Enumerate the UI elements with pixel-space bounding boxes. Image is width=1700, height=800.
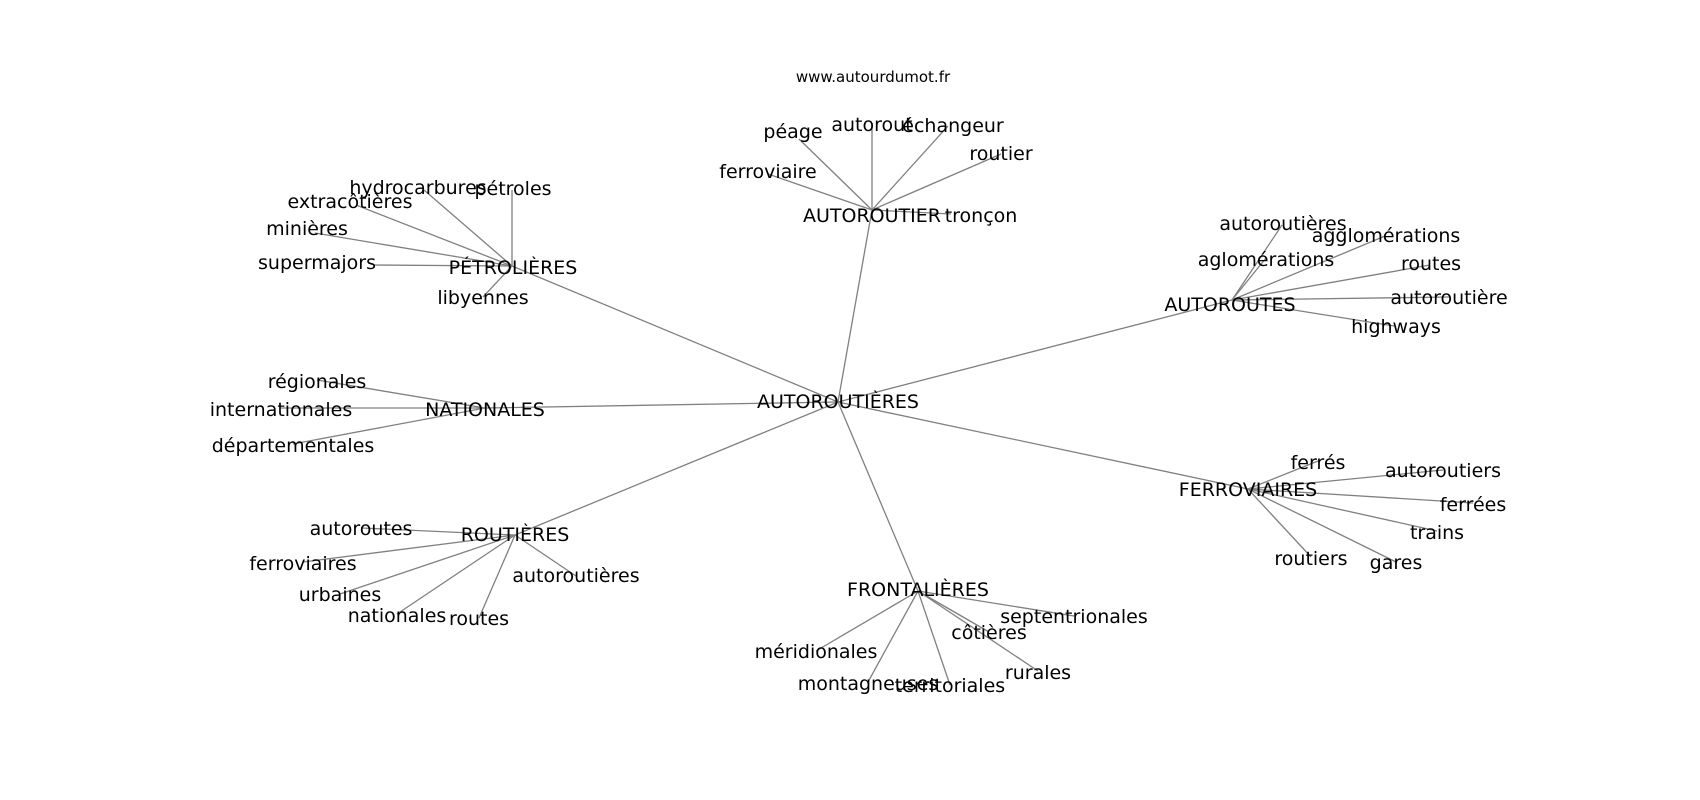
leaf-node-montagneuses: montagneuses xyxy=(798,673,939,695)
edge-frontalieres-rurales xyxy=(917,590,1039,672)
cluster-node-nationales: NATIONALES xyxy=(425,399,545,421)
edge-frontalieres-septentrionales xyxy=(917,590,1075,617)
edge-petrolieres-hydrocarbures xyxy=(423,189,513,267)
cluster-node-autoroutes: AUTOROUTES xyxy=(1164,294,1295,316)
edge-nationales-regionales xyxy=(316,379,486,409)
leaf-node-extracotieres: extracôtières xyxy=(288,191,413,213)
edge-frontalieres-territoriales xyxy=(917,590,951,686)
edge-ferroviaires-autoroutiers xyxy=(1247,469,1444,490)
edge-center-ferroviaires xyxy=(837,401,1249,490)
leaf-node-ferroviaire: ferroviaire xyxy=(719,161,816,183)
edge-center-autoroutier xyxy=(837,209,873,403)
leaf-node-autoroutieres2: autoroutières xyxy=(1219,213,1346,235)
leaf-node-autoroutes3: autoroutes xyxy=(310,518,413,540)
edge-ferroviaires-trains xyxy=(1247,488,1438,532)
cluster-node-petrolieres: PÉTROLIÈRES xyxy=(449,256,578,279)
edge-autoroutes-autoroutiere xyxy=(1231,296,1450,301)
leaf-node-agglomerations: agglomérations xyxy=(1312,225,1461,247)
edge-routieres-nationales3 xyxy=(396,534,516,615)
cluster-node-ferroviaires: FERROVIAIRES xyxy=(1179,479,1317,501)
leaf-node-meridionales: méridionales xyxy=(755,641,878,663)
leaf-node-cotieres: côtières xyxy=(951,622,1026,644)
cluster-node-frontalieres: FRONTALIÈRES xyxy=(847,578,989,601)
leaf-node-trains: trains xyxy=(1410,522,1464,544)
leaf-node-routiers: routiers xyxy=(1274,548,1347,570)
leaf-node-regionales: régionales xyxy=(268,371,367,393)
edge-autoroutier-ferroviaire xyxy=(767,173,873,211)
leaf-node-internationales: internationales xyxy=(210,399,353,421)
leaf-node-troncon: tronçon xyxy=(945,205,1018,227)
cluster-node-routieres: ROUTIÈRES xyxy=(461,523,570,546)
edge-center-frontalieres xyxy=(837,401,919,592)
leaf-node-routier: routier xyxy=(969,143,1032,165)
edge-nationales-departementales xyxy=(292,407,486,445)
leaf-node-highways: highways xyxy=(1351,316,1441,338)
edge-ferroviaires-ferrees xyxy=(1247,488,1474,504)
edge-petrolieres-minieres xyxy=(314,232,513,267)
leaf-node-ferrees: ferrées xyxy=(1440,494,1507,516)
leaf-node-peage: péage xyxy=(763,121,822,143)
labels-layer: www.autourdumot.fr AUTOROUTIÈRES AUTOROUT… xyxy=(210,68,1508,697)
leaf-node-ferroviaires3: ferroviaires xyxy=(249,553,356,575)
source-label: www.autourdumot.fr xyxy=(796,68,951,86)
center-node-label: AUTOROUTIÈRES xyxy=(757,390,919,413)
leaf-node-autoroutiers: autoroutiers xyxy=(1385,460,1501,482)
cluster-node-autoroutier: AUTOROUTIER xyxy=(803,205,941,227)
edge-routieres-urbaines xyxy=(339,534,516,595)
edge-petrolieres-extracotieres xyxy=(355,204,513,267)
edge-center-autoroutes xyxy=(837,299,1233,403)
leaf-node-gares: gares xyxy=(1370,552,1423,574)
leaf-node-supermajors: supermajors xyxy=(258,252,376,274)
leaf-node-echangeur: échangeur xyxy=(902,115,1004,137)
edge-ferroviaires-routiers xyxy=(1247,488,1312,558)
leaf-node-hydrocarbures: hydrocarbures xyxy=(349,177,486,199)
edge-autoroutier-troncon xyxy=(871,209,952,215)
edge-routieres-autoroutieres3 xyxy=(514,534,577,577)
leaf-node-septentrionales: septentrionales xyxy=(1000,606,1148,628)
edge-ferroviaires-gares xyxy=(1247,488,1397,563)
edge-petrolieres-libyennes xyxy=(482,265,513,298)
leaf-node-rurales: rurales xyxy=(1005,662,1071,684)
edge-ferroviaires-ferres xyxy=(1247,460,1319,490)
leaf-node-autoroutieres3: autoroutières xyxy=(512,565,639,587)
edge-autoroutes-autoroutieres2 xyxy=(1231,224,1283,301)
leaf-node-ferres: ferrés xyxy=(1291,452,1346,474)
edge-routieres-ferroviaires3 xyxy=(302,534,516,563)
leaf-node-routes2: routes xyxy=(1401,253,1461,275)
edge-autoroutes-agglomerations xyxy=(1231,235,1386,301)
edges-layer xyxy=(281,124,1474,686)
leaf-node-petroles: pétroles xyxy=(474,178,551,200)
edge-autoroutes-highways xyxy=(1231,299,1395,327)
edge-frontalieres-cotieres xyxy=(917,590,990,633)
edge-routieres-autoroutes3 xyxy=(360,527,516,536)
edge-autoroutier-peage xyxy=(798,138,873,211)
edge-center-petrolieres xyxy=(511,265,839,403)
leaf-node-territoriales: territoriales xyxy=(895,675,1005,697)
leaf-node-aglomerations: aglomérations xyxy=(1198,249,1335,271)
leaf-node-libyennes: libyennes xyxy=(437,287,528,309)
leaf-node-routes3: routes xyxy=(449,608,509,630)
leaf-node-autorout: autorout xyxy=(831,114,912,136)
edge-autoroutier-routier xyxy=(871,153,1002,211)
leaf-node-autoroutiere: autoroutière xyxy=(1390,287,1507,309)
leaf-node-nationales3: nationales xyxy=(348,605,447,627)
edge-routieres-routes3 xyxy=(478,534,516,619)
edge-autoroutes-routes2 xyxy=(1231,264,1431,301)
leaf-node-urbaines: urbaines xyxy=(299,584,381,606)
edge-frontalieres-meridionales xyxy=(815,590,919,652)
edge-center-routieres xyxy=(514,401,839,536)
edge-frontalieres-montagneuses xyxy=(867,590,919,683)
edge-autoroutes-aglomerations xyxy=(1231,257,1267,301)
leaf-node-departementales: départementales xyxy=(212,435,375,457)
edge-autoroutier-echangeur xyxy=(871,125,949,211)
edge-center-nationales xyxy=(484,401,839,409)
edge-petrolieres-supermajors xyxy=(373,264,513,267)
leaf-node-minieres: minières xyxy=(266,218,348,240)
